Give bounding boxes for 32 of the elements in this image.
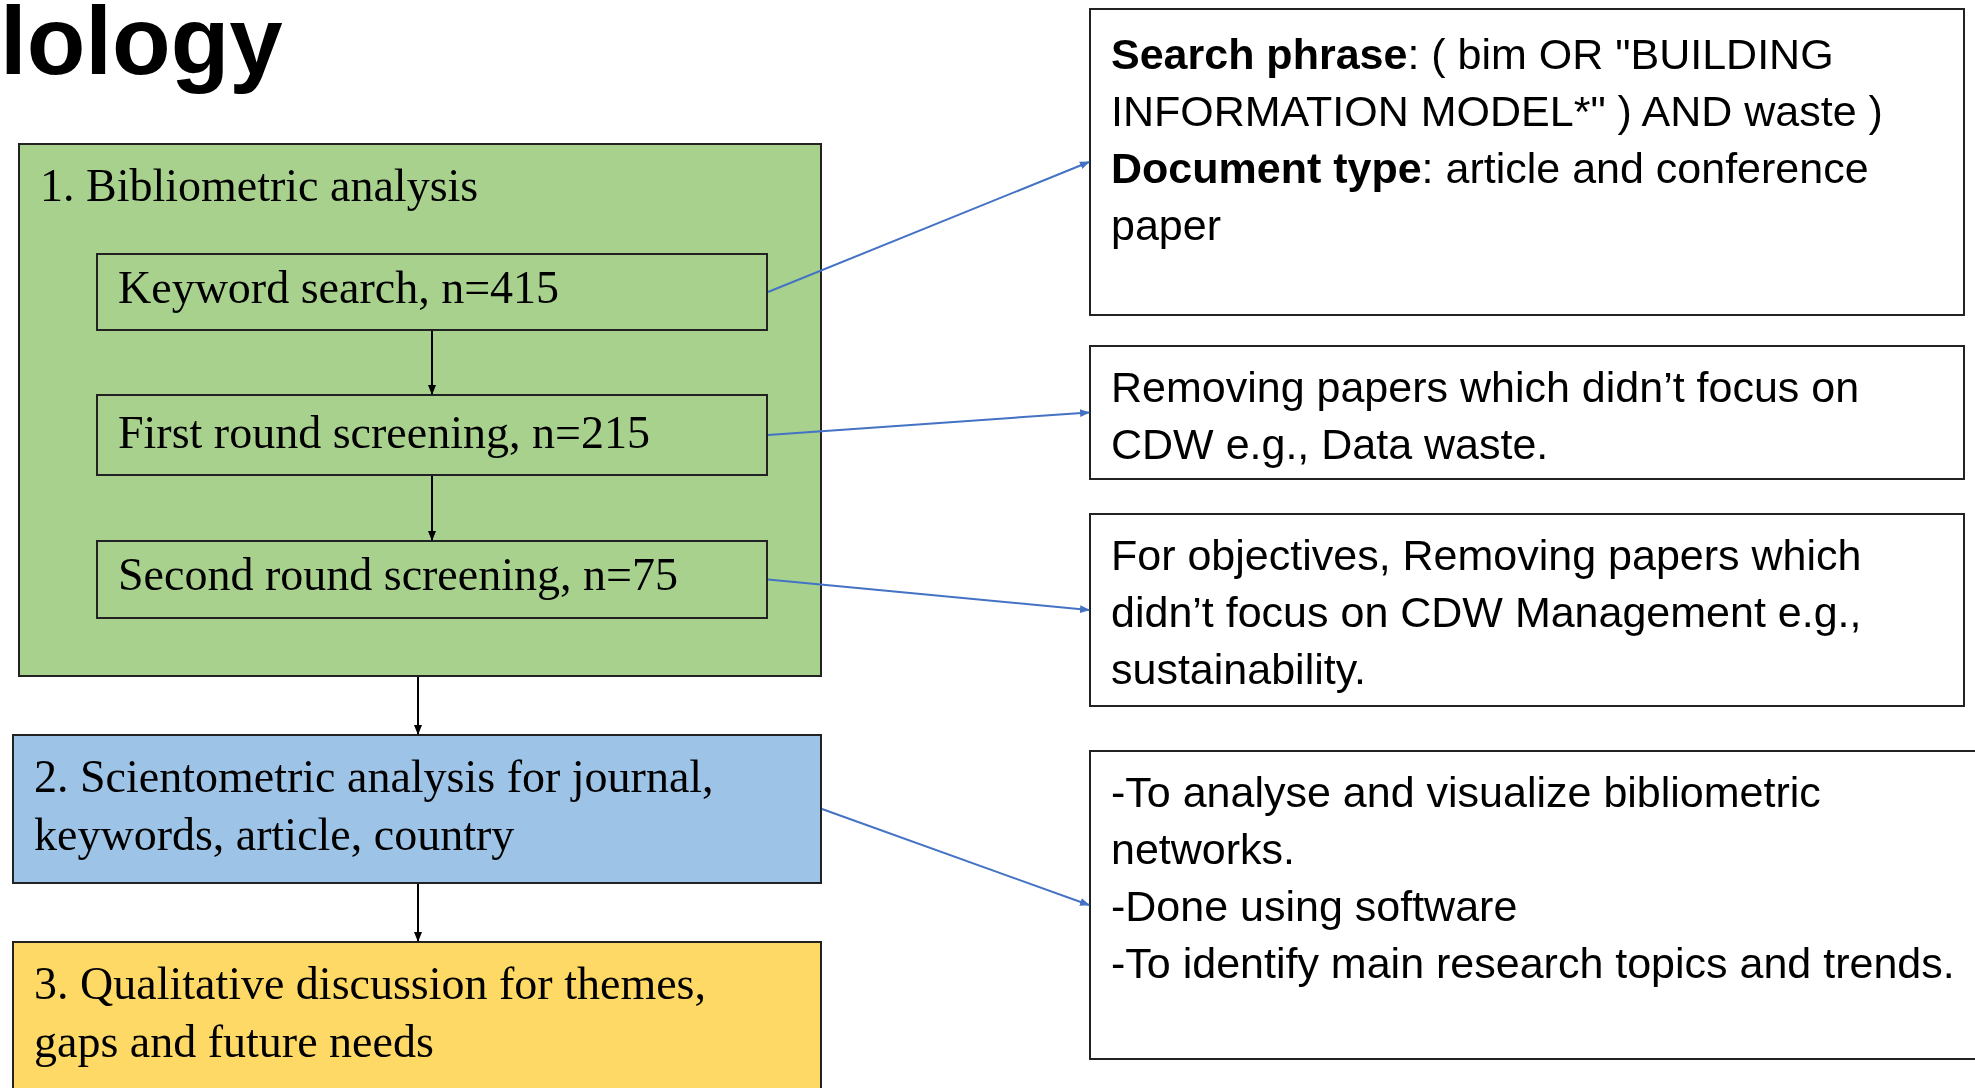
note-box: [1089, 750, 1975, 1060]
step-box: [96, 394, 768, 476]
step-box: [96, 253, 768, 331]
arrow: [414, 676, 422, 735]
arrow: [767, 161, 1090, 293]
arrow: [821, 808, 1090, 906]
node-text: Document type: article and conference paper: [1111, 143, 1870, 251]
step-box: [96, 540, 768, 619]
arrow: [428, 330, 436, 395]
node-text: Search phrase: ( bim OR "BUILDING INFORMATION MODEL*" ) AND waste ): [1111, 29, 1884, 137]
note-box: [1089, 513, 1965, 707]
stage-box: [18, 143, 822, 677]
stage-box: [12, 941, 822, 1088]
node-text: Second round screening, n=75: [118, 548, 678, 602]
stage-box: [12, 734, 822, 884]
arrow: [767, 409, 1090, 436]
node-text: First round screening, n=215: [118, 406, 650, 460]
arrow: [414, 883, 422, 942]
node-text: -To analyse and visualize bibliometric networks.: [1111, 767, 1822, 875]
note-box: [1089, 345, 1965, 480]
node-text: 3. Qualitative discussion for themes, gaps and future needs: [34, 957, 707, 1069]
node-text: Removing papers which didn’t focus on CDW e.g., Data waste.: [1111, 362, 1861, 470]
node-text: -Done using software: [1111, 881, 1518, 932]
arrow: [767, 578, 1090, 614]
node-text: Keyword search, n=415: [118, 261, 560, 315]
note-box: [1089, 8, 1965, 316]
node-text: For objectives, Removing papers which didn’t focus on CDW Management e.g., sustainability.: [1111, 530, 1863, 695]
node-text: -To identify main research topics and trends.: [1111, 938, 1955, 989]
node-text: 1. Bibliometric analysis: [40, 159, 479, 213]
arrow: [428, 475, 436, 541]
node-text: 2. Scientometric analysis for journal, keywords, article, country: [34, 750, 715, 862]
page-title: lology: [0, 0, 283, 96]
